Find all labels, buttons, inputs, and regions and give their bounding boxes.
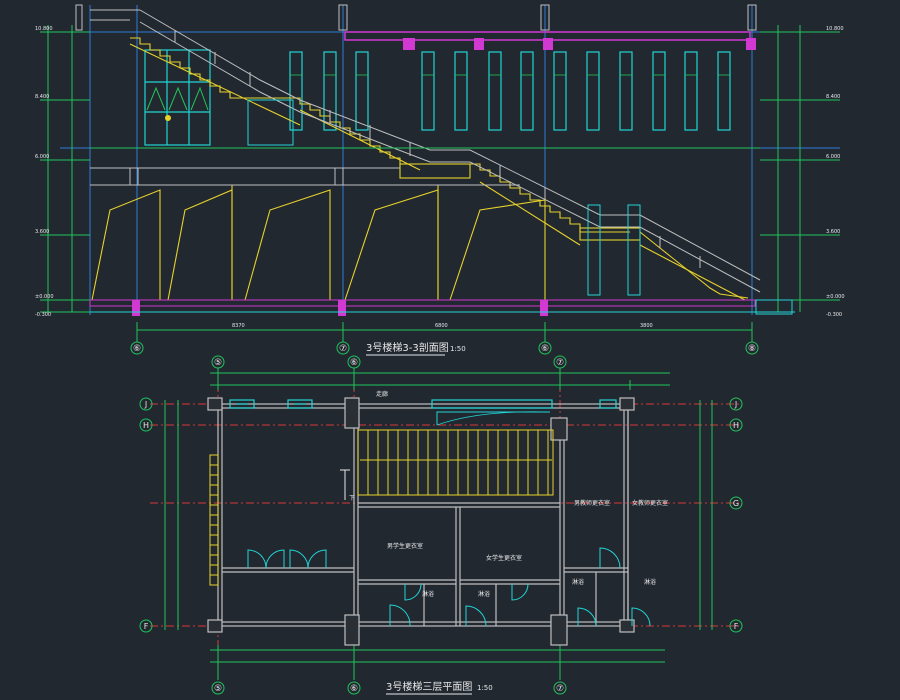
elev-right-4: ±0.000: [826, 294, 845, 300]
elev-left-0: 10.800: [35, 26, 53, 32]
elev-left-3: 3.600: [35, 229, 49, 235]
elev-left-1: 8.400: [35, 94, 49, 100]
stair-down-mark: 下: [349, 495, 355, 502]
elev-right-5: -0.300: [826, 312, 842, 318]
plan-axis-left-J: J: [144, 400, 147, 409]
room-shower-4: 淋浴: [644, 578, 656, 586]
room-shower-1: 淋浴: [422, 590, 434, 598]
plan-axis-left-F: F: [144, 622, 149, 631]
plan-axis-top-2: ⑥: [350, 358, 358, 368]
room-shower-3: 淋浴: [572, 578, 584, 586]
elev-left-4: ±0.000: [35, 294, 54, 300]
plan-title: 3号楼梯三层平面图: [386, 680, 472, 693]
elev-right-3: 3.600: [826, 229, 840, 235]
room-female-teacher: 女教师更衣室: [632, 499, 668, 507]
room-male-locker: 男学生更衣室: [387, 542, 423, 550]
elev-left-5: -0.300: [35, 312, 51, 318]
axis-bubble-2: ⑦: [339, 344, 347, 354]
section-scale: 1:50: [450, 345, 466, 353]
plan-view: 下 走廊 男学生更衣室 女学生更衣室 男教师更衣室 女教师更衣室 淋浴 淋浴 淋…: [139, 355, 743, 695]
elev-left-2: 6.000: [35, 154, 49, 160]
plan-axis-right-G: G: [733, 499, 739, 508]
plan-axis-right-F: F: [734, 622, 739, 631]
section-title: 3号楼梯3-3剖面图: [366, 341, 449, 354]
dim-1: 8370: [232, 323, 245, 329]
plan-axis-bottom-1: ⑤: [214, 684, 222, 694]
plan-axis-right-J: J: [734, 400, 737, 409]
plan-scale: 1:50: [477, 684, 493, 692]
dim-3: 3800: [640, 323, 653, 329]
plan-axis-bottom-3: ⑦: [556, 684, 564, 694]
elev-right-1: 8.400: [826, 94, 840, 100]
plan-axis-bottom-2: ⑥: [350, 684, 358, 694]
plan-axis-right-H: H: [733, 421, 739, 430]
axis-bubble-4: ⑧: [748, 344, 756, 354]
room-shower-2: 淋浴: [478, 590, 490, 598]
dim-2: 6800: [435, 323, 448, 329]
axis-bubble-1: ⑥: [133, 344, 141, 354]
section-view: 8370 6800 3800 10.800 8.400 6.000 3.600 …: [35, 4, 845, 356]
plan-axis-top-3: ⑦: [556, 358, 564, 368]
elev-right-2: 6.000: [826, 154, 840, 160]
room-female-locker: 女学生更衣室: [486, 554, 522, 562]
room-male-teacher: 男教师更衣室: [574, 499, 610, 507]
room-corridor: 走廊: [376, 390, 388, 398]
axis-bubble-3: ⑥: [541, 344, 549, 354]
plan-axis-top-1: ⑤: [214, 358, 222, 368]
plan-axis-left-H: H: [143, 421, 149, 430]
elev-right-0: 10.800: [826, 26, 844, 32]
